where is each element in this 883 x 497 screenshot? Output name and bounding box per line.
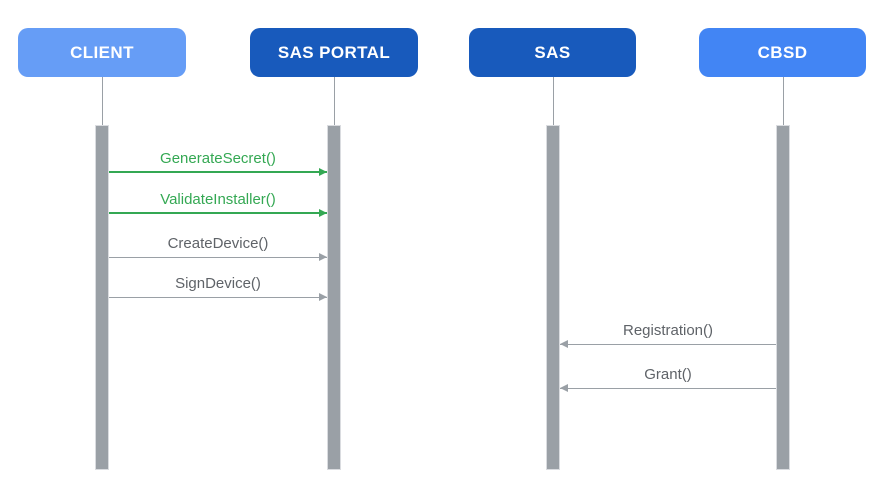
actor-box-cbsd: CBSD [699,28,866,77]
arrowhead-right-icon [319,168,327,176]
lifeline-sas [553,77,554,127]
arrowhead-right-icon [319,293,327,301]
arrow-line [560,388,776,389]
message-validate-installer: ValidateInstaller() [109,190,327,217]
arrow-line [560,344,776,345]
arrow-line [109,297,327,298]
actor-box-client: CLIENT [18,28,186,77]
actor-box-sas: SAS [469,28,636,77]
message-create-device: CreateDevice() [109,234,327,261]
actor-label-sas-portal: SAS PORTAL [277,42,391,62]
actor-label-cbsd: CBSD [757,42,808,62]
arrowhead-right-icon [319,209,327,217]
arrow-line [109,171,327,173]
activation-bar-cbsd [776,125,790,470]
lifeline-client [102,77,103,127]
arrowhead-left-icon [560,340,568,348]
actor-label-client: CLIENT [70,42,134,62]
message-registration: Registration() [560,321,776,348]
message-label: CreateDevice() [167,235,269,252]
message-grant: Grant() [560,365,776,392]
activation-bar-sas-portal [327,125,341,470]
message-label: ValidateInstaller() [160,191,276,208]
arrowhead-right-icon [319,253,327,261]
arrow-line [109,212,327,214]
message-label: Registration() [622,322,714,339]
arrow-line [109,257,327,258]
message-label: GenerateSecret() [160,150,276,167]
message-sign-device: SignDevice() [109,274,327,301]
message-label: Grant() [644,366,692,383]
arrowhead-left-icon [560,384,568,392]
actor-box-sas-portal: SAS PORTAL [250,28,418,77]
lifeline-sas-portal [334,77,335,127]
activation-bar-sas [546,125,560,470]
activation-bar-client [95,125,109,470]
actor-label-sas: SAS [534,42,571,62]
message-generate-secret: GenerateSecret() [109,149,327,176]
message-label: SignDevice() [175,275,261,292]
lifeline-cbsd [783,77,784,127]
